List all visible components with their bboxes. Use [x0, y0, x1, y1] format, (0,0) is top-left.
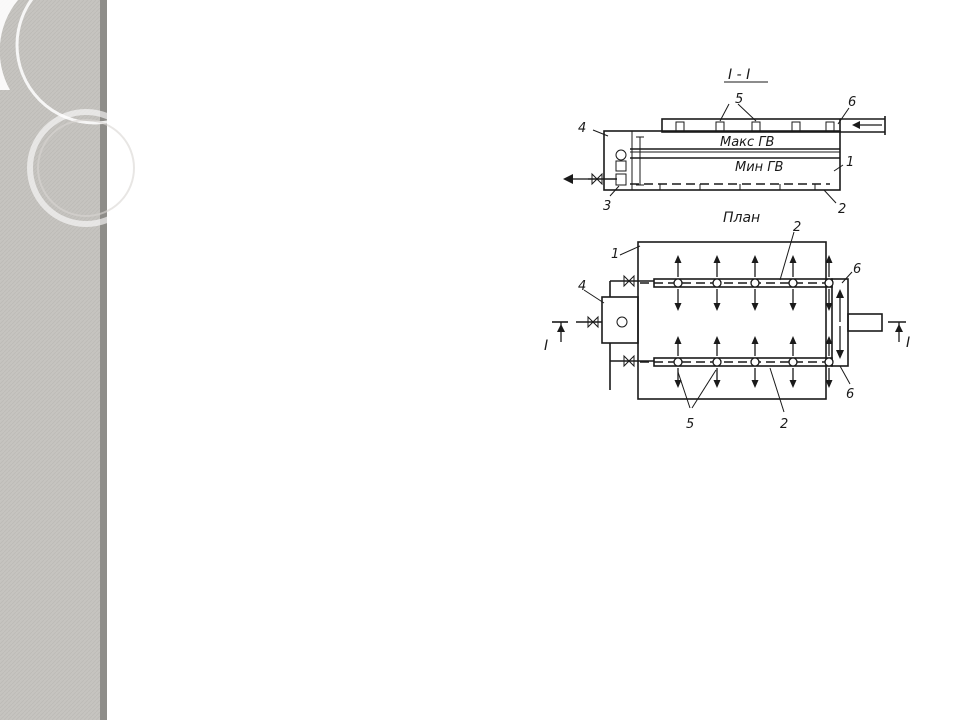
plan-mark-cut-right: I — [906, 335, 910, 351]
spray-up-head-1-3 — [789, 336, 797, 344]
plan-mark-1: 1 — [611, 247, 619, 262]
plan-valve-top — [623, 274, 635, 288]
spray-up-head-0-0 — [674, 255, 682, 263]
plan-tank-outline — [637, 241, 827, 400]
section-mark-2: 2 — [838, 202, 846, 217]
section-mark-5: 5 — [735, 92, 743, 107]
plan-valve-middle — [587, 315, 599, 329]
spray-down-head-1-3 — [789, 380, 797, 388]
nozzle-0-4 — [824, 278, 834, 288]
spray-up-head-1-0 — [674, 336, 682, 344]
nozzle-0-1 — [712, 278, 722, 288]
plan-mark-6-top: 6 — [853, 262, 861, 277]
nozzle-1-4 — [824, 357, 834, 367]
plan-mark-6-bottom: 6 — [846, 387, 854, 402]
nozzle-1-2 — [750, 357, 760, 367]
spray-down-head-0-4 — [825, 303, 833, 311]
plan-valve-bottom — [623, 354, 635, 368]
spray-up-head-1-4 — [825, 336, 833, 344]
plan-nozzles — [673, 255, 834, 388]
plan-mark-cut-left: I — [544, 338, 548, 354]
section-mark-1: 1 — [846, 155, 854, 170]
spray-up-head-0-2 — [751, 255, 759, 263]
band-edge — [100, 0, 107, 720]
spray-up-head-0-1 — [713, 255, 721, 263]
plan-mark-5: 5 — [686, 417, 694, 432]
section-title: I - I — [728, 67, 750, 83]
nozzle-0-2 — [750, 278, 760, 288]
nozzle-1-3 — [788, 357, 798, 367]
spray-down-head-1-0 — [674, 380, 682, 388]
spray-up-head-0-4 — [825, 255, 833, 263]
float-valve — [615, 149, 627, 161]
section-top-channel — [661, 118, 841, 133]
bottom-supports — [659, 184, 816, 190]
decorative-circle-large — [0, 0, 18, 90]
spray-down-head-1-2 — [751, 380, 759, 388]
plan-title: План — [723, 210, 760, 226]
decorative-ring-large — [15, 0, 175, 125]
nozzle-1-1 — [712, 357, 722, 367]
nozzle-1-0 — [673, 357, 683, 367]
plan-view: План 1 I I — [544, 210, 910, 432]
spray-down-head-0-1 — [713, 303, 721, 311]
spray-down-head-0-3 — [789, 303, 797, 311]
spray-up-head-1-1 — [713, 336, 721, 344]
spray-down-head-0-2 — [751, 303, 759, 311]
plan-mark-2-top: 2 — [793, 220, 801, 235]
decorative-ring-small-inner — [37, 119, 135, 217]
decorative-ring-small — [27, 109, 145, 227]
nozzle-0-0 — [673, 278, 683, 288]
plan-chamber — [601, 296, 639, 344]
plan-inlet-pipe — [847, 313, 883, 332]
section-mark-3: 3 — [603, 199, 611, 214]
spray-up-head-0-3 — [789, 255, 797, 263]
spray-down-head-1-4 — [825, 380, 833, 388]
nozzle-boxes — [675, 121, 835, 132]
spray-down-head-1-1 — [713, 380, 721, 388]
spray-down-head-0-0 — [674, 303, 682, 311]
max-level-label: Макс ГВ — [720, 135, 775, 150]
plan-mark-2-bottom: 2 — [780, 417, 788, 432]
min-level-label: Мин ГВ — [735, 160, 784, 175]
section-mark-6: 6 — [848, 95, 856, 110]
plan-mark-4: 4 — [578, 279, 586, 294]
spray-up-head-1-2 — [751, 336, 759, 344]
nozzle-0-3 — [788, 278, 798, 288]
section-view: I - I Макс ГВ Мин ГВ — [563, 67, 886, 217]
section-mark-4: 4 — [578, 121, 586, 136]
